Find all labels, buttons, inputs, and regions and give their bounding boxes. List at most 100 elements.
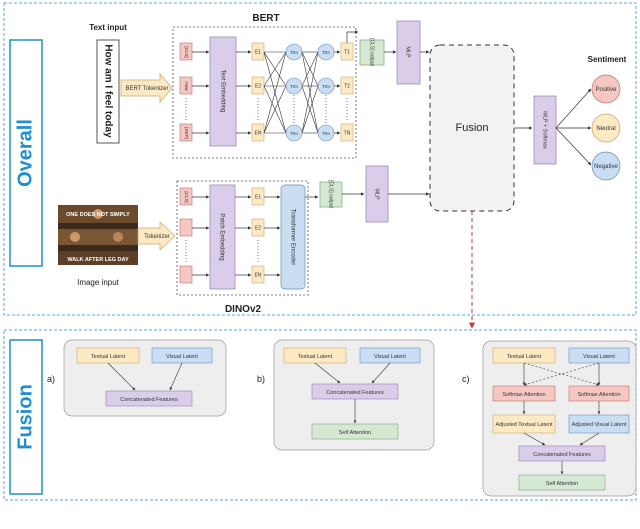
variant-c-self-attention [518,474,606,491]
trm-nodes: Trm Trm Trm Trm Trm Trm [285,43,335,142]
img-emb-token-e1 [251,187,265,206]
variant-c-visual-label: Visual Latent [583,354,615,360]
overall-section-label: Overall [14,119,36,187]
overall-label-box [9,39,43,267]
sentiment-positive-node [591,74,621,104]
text-token-column: [CLS] How [SEP] [179,42,193,142]
dino-cls-output-box [319,181,343,208]
text-mlp-block [396,20,421,85]
variant-b-tag: b) [257,374,265,384]
text-input-sentence: How am I feel today [102,44,113,138]
trm-node-1-label: Trm [290,50,298,55]
trm-node-6-label: Trm [322,131,330,136]
text-token-cls [179,42,193,61]
t-token-tn-label: TN [344,130,351,136]
text-mlp-label: MLP [405,46,411,58]
sentiment-neutral-node [591,113,621,143]
bert-cls-output-label: [CLS] output [369,38,375,66]
img-emb-token-en [251,265,265,284]
trm-interlayer-connections [301,51,319,134]
patch-token-2 [179,218,193,237]
bert-tokenizer-label: BERT Tokenizer [125,86,168,92]
text-embedding-block [209,36,237,147]
patch-token-cls [179,187,193,206]
trm-node-2 [285,77,303,95]
transformer-encoder-label: Transformer Encoder [289,209,295,265]
variant-c-self-attention-label: Self Attention [546,481,578,487]
sentiment-negative-node [591,151,621,181]
image-input-label: Image input [77,278,120,287]
emb-token-e2-label: E2 [255,83,261,89]
img-emb-token-column: E1 E2 EN [251,187,265,284]
text-input-label: Text input [89,23,127,32]
variant-c-concat-label: Concatenated Features [533,452,591,458]
variant-b-self-attention [311,423,399,440]
variant-b-textual-label: Textual Latent [298,354,333,360]
emb-token-en-label: EN [255,130,262,136]
meme-face-2 [70,232,80,242]
patch-token-cls-label: [CLS] [184,191,189,202]
transformer-encoder-block [280,184,306,290]
bert-tokenizer-arrow [120,73,173,103]
text-embedding-label: Text Embedding [219,69,225,112]
meme-line-1: ONE DOES NOT SIMPLY [66,212,130,218]
dinov2-title: DINOv2 [225,304,262,315]
meme-face-1 [93,209,103,219]
patch-embedding-label: Patch Embedding [218,213,224,260]
variant-a-tag: a) [47,374,55,384]
t-token-t1-label: T1 [344,49,350,55]
overall-section-border [3,2,637,316]
variant-b-visual-label: Visual Latent [374,354,406,360]
variant-c-textual-label: Textual Latent [507,354,542,360]
text-token-sep [179,123,193,142]
trm-node-5-label: Trm [322,84,330,89]
fusion-section-label: Fusion [14,384,36,450]
variant-b-concat-label: Concatenated Features [326,390,384,396]
sentiment-positive-label: Positive [595,87,617,93]
trm-node-2-label: Trm [290,84,298,89]
image-tokenizer-arrow [137,221,176,251]
variant-c-softmax-1-label: Softmax Attention [502,392,545,398]
bert-cls-output-box [359,39,385,66]
sentiment-title: Sentiment [588,55,627,64]
variant-b-self-attention-label: Self Attention [339,430,371,436]
img-emb-token-en-label: EN [255,272,262,278]
text-token-cls-label: [CLS] [184,46,189,57]
emb-token-e1 [251,42,265,61]
bert-title: BERT [252,13,279,24]
variant-a-textual-label: Textual Latent [91,354,126,360]
meme-image: ONE DOES NOT SIMPLY WALK AFTER LEG DAY [58,205,138,265]
trm-node-3-label: Trm [290,131,298,136]
patch-token-column: [CLS] [179,187,193,284]
text-token-how-label: How [184,81,189,91]
variant-a-visual-label: Visual Latent [166,354,198,360]
text-token-sep-label: [SEP] [184,127,189,139]
variant-a-concat [105,390,193,407]
patch-token-n [179,265,193,284]
trm-node-3 [285,124,303,142]
text-emb-token-column: E1 E2 EN [251,42,265,142]
t-token-tn [340,123,354,142]
dino-cls-output-label: [CLS] output [328,180,334,208]
meme-line-2: WALK AFTER LEG DAY [67,257,129,263]
fusion-block-label: Fusion [455,122,488,134]
img-emb-token-e2-label: E2 [255,225,261,231]
trm-node-1 [285,43,303,61]
text-token-how [179,76,193,95]
variant-c-adjusted-visual-label: Adjusted Visual Latent [572,422,627,428]
variant-c-adjusted-textual-label: Adjusted Textual Latent [495,422,553,428]
variant-c-tag: c) [462,374,470,384]
emb-token-e1-label: E1 [255,49,261,55]
emb-to-trm-connections [263,51,287,134]
img-emb-token-e2 [251,218,265,237]
mlp-softmax-label: MLP + Softmax [542,111,548,149]
t-token-column: T1 T2 TN [340,42,354,142]
meme-face-3 [113,232,123,242]
t-token-t2 [340,76,354,95]
sentiment-negative-label: Negative [594,164,618,170]
img-emb-token-e1-label: E1 [255,194,261,200]
dinov2-container [176,180,309,296]
patch-embedding-block [209,184,236,290]
sentiment-neutral-label: Neutral [596,126,615,132]
